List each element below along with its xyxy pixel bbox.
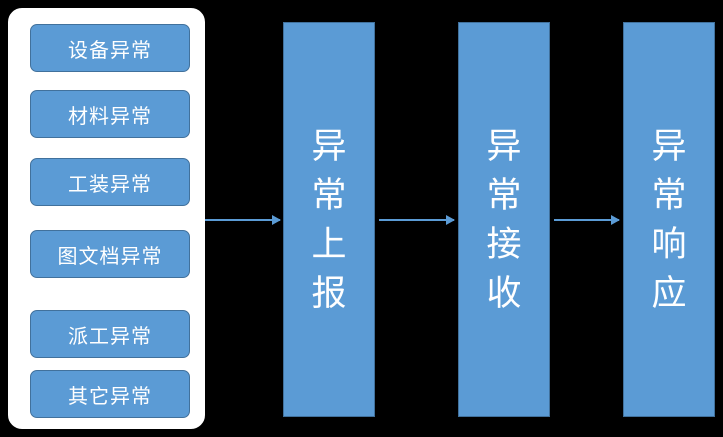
anomaly-item-dispatch[interactable]: 派工异常 — [30, 310, 190, 358]
arrow-group-to-report — [205, 215, 281, 225]
stage-label: 异常响应 — [651, 126, 687, 313]
anomaly-item-label: 工装异常 — [68, 173, 152, 196]
stage-anomaly-report[interactable]: 异常上报 — [283, 22, 375, 417]
stage-anomaly-receive[interactable]: 异常接收 — [458, 22, 550, 417]
anomaly-type-group-panel: 设备异常 材料异常 工装异常 图文档异常 派工异常 其它异常 — [8, 8, 205, 429]
arrow-report-to-receive — [379, 215, 455, 225]
anomaly-item-label: 图文档异常 — [57, 245, 163, 268]
anomaly-item-equipment[interactable]: 设备异常 — [30, 24, 190, 72]
stage-label: 异常上报 — [311, 126, 347, 313]
anomaly-item-document[interactable]: 图文档异常 — [30, 230, 190, 278]
anomaly-item-label: 设备异常 — [68, 39, 152, 62]
arrow-receive-to-response — [554, 215, 620, 225]
anomaly-item-other[interactable]: 其它异常 — [30, 370, 190, 418]
anomaly-item-label: 派工异常 — [68, 325, 152, 348]
stage-anomaly-response[interactable]: 异常响应 — [623, 22, 715, 417]
anomaly-item-label: 其它异常 — [68, 385, 152, 408]
anomaly-item-material[interactable]: 材料异常 — [30, 90, 190, 138]
anomaly-item-tooling[interactable]: 工装异常 — [30, 158, 190, 206]
anomaly-item-label: 材料异常 — [68, 105, 152, 128]
stage-label: 异常接收 — [486, 126, 522, 313]
